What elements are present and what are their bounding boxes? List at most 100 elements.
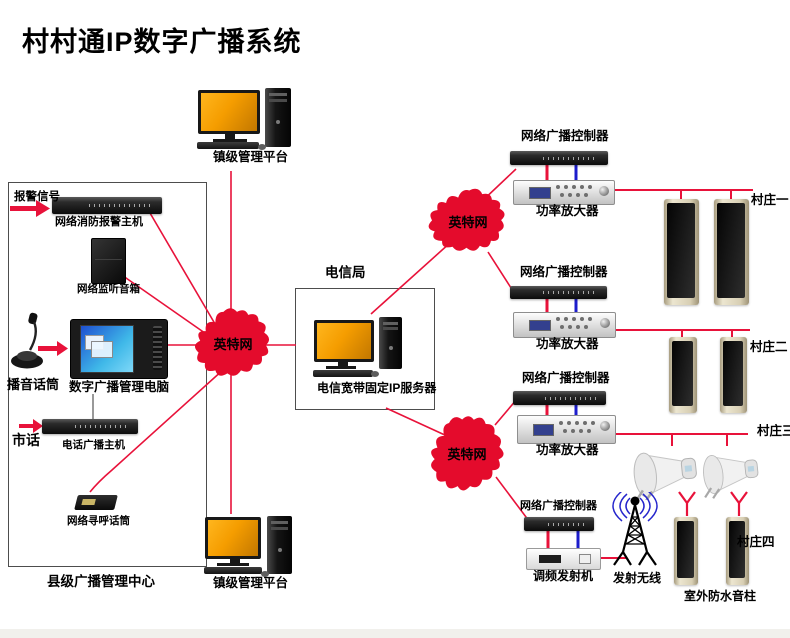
speaker-grille <box>729 521 745 578</box>
amplifier-1-label: 功率放大器 <box>536 204 599 218</box>
speaker-seam <box>94 258 123 260</box>
fm-meter <box>578 554 591 565</box>
cloud-blob <box>194 308 270 376</box>
paging-mic-label: 网络寻呼话筒 <box>67 515 130 527</box>
telecom-keyboard <box>313 370 373 377</box>
village2-speaker-left <box>669 337 697 413</box>
amp-display <box>532 423 554 437</box>
listen-speaker-label: 网络监听音箱 <box>77 283 140 295</box>
village4-label: 村庄四 <box>737 535 775 549</box>
town-top-mouse <box>258 144 266 150</box>
speaker-grille <box>723 341 743 406</box>
device-lights <box>544 396 597 400</box>
wireless-label: 发射无线 <box>613 571 662 585</box>
controller-3-label: 网络广播控制器 <box>522 371 610 385</box>
telecom-label: 电信局 <box>325 265 366 280</box>
cloud-blob <box>431 416 504 491</box>
mgmt-computer-device <box>70 319 168 379</box>
phone-host-device <box>42 419 138 434</box>
amp-display <box>529 319 552 332</box>
cloud-blob <box>428 188 505 251</box>
controller-4-label: 网络广播控制器 <box>520 500 597 512</box>
mic-arrow <box>38 341 68 356</box>
village4-speaker-left <box>674 517 698 585</box>
village1-speaker-left <box>664 199 699 305</box>
speaker-grille <box>677 521 694 578</box>
amplifier-2-label: 功率放大器 <box>536 337 599 351</box>
monitor-stand <box>230 559 240 563</box>
amp-knobs <box>556 185 560 190</box>
line-firehost-cloud1 <box>149 212 219 330</box>
town-top-label: 镇级管理平台 <box>213 150 289 164</box>
line-telecom-cloud3 <box>385 407 448 437</box>
controller-1-label: 网络广播控制器 <box>521 129 609 143</box>
radio-tower-icon <box>612 492 658 566</box>
tower-slot <box>269 93 287 97</box>
line-cloud2-ctrl2 <box>487 251 514 292</box>
monitor-base <box>326 366 356 369</box>
village1-speaker-right <box>714 199 749 305</box>
line-cloud3-ctrl4 <box>495 476 530 522</box>
town-top-tower <box>265 88 291 147</box>
speaker-grille <box>672 341 693 406</box>
internet-cloud-2: 英特网 <box>428 186 508 256</box>
amp-volume-knob <box>600 421 611 432</box>
town-bottom-monitor <box>205 517 261 559</box>
town-bottom-label: 镇级管理平台 <box>213 576 289 590</box>
amp-knobs <box>558 420 563 425</box>
tower-slot <box>271 527 288 531</box>
line-cloud1-pagingmic <box>89 368 225 493</box>
telecom-tower <box>379 317 402 369</box>
alarm-arrow <box>10 200 50 217</box>
line-speaker-cloud1 <box>115 270 213 339</box>
tower-slot <box>382 326 399 330</box>
paging-mic-display <box>81 499 96 505</box>
telecom-server-label: 电信宽带固定IP服务器 <box>317 381 437 395</box>
village3-label: 村庄三 <box>757 424 790 438</box>
internet-cloud-3: 英特网 <box>427 413 507 493</box>
tower-slot <box>382 321 399 325</box>
controller-2-device <box>510 286 607 299</box>
village1-label: 村庄一 <box>751 193 789 207</box>
town-bottom-mouse <box>261 571 269 577</box>
phone-host-label: 电话广播主机 <box>62 439 125 451</box>
fire-alarm-host-label: 网络消防报警主机 <box>55 216 143 228</box>
mgmt-computer-vents <box>153 326 162 370</box>
controller-4-device <box>524 517 594 531</box>
outdoor-speaker-label: 室外防水音柱 <box>684 589 757 603</box>
village3-horn-right <box>703 454 759 499</box>
monitor-base <box>217 563 249 566</box>
internet-label: 英特网 <box>447 446 487 462</box>
village4-speaker-right <box>726 517 749 585</box>
speaker-grille <box>667 203 695 298</box>
internet-label: 英特网 <box>448 214 488 230</box>
county-center-label: 县级广播管理中心 <box>47 574 155 589</box>
controller-3-device <box>513 391 606 405</box>
amplifier-3-label: 功率放大器 <box>536 443 599 457</box>
mgmt-computer-label: 数字广播管理电脑 <box>69 380 170 394</box>
tower-button <box>275 120 280 125</box>
broadcast-mic-label: 播音话筒 <box>7 377 60 392</box>
amp-volume-knob <box>599 185 609 196</box>
monitor-stand <box>338 362 348 366</box>
listen-speaker-device <box>91 238 126 284</box>
device-lights <box>89 204 151 208</box>
amp-display <box>529 187 551 199</box>
internet-label: 英特网 <box>213 336 253 352</box>
screen-window-2 <box>91 341 113 358</box>
page-title: 村村通IP数字广播系统 <box>22 27 302 57</box>
village3-horn-left <box>633 452 697 500</box>
alarm-signal-label: 报警信号 <box>14 191 60 203</box>
city-phone-label: 市话 <box>12 432 40 448</box>
speaker-grille <box>717 203 745 298</box>
controller-2-label: 网络广播控制器 <box>520 265 608 279</box>
fire-alarm-host-device <box>52 197 162 214</box>
mgmt-computer-screen <box>80 325 134 373</box>
town-bottom-tower <box>267 516 292 574</box>
town-bottom-keyboard <box>204 567 262 574</box>
desk-mic-icon <box>11 312 43 369</box>
cityphone-arrow <box>19 419 43 433</box>
line-telecom-cloud2 <box>370 241 452 315</box>
